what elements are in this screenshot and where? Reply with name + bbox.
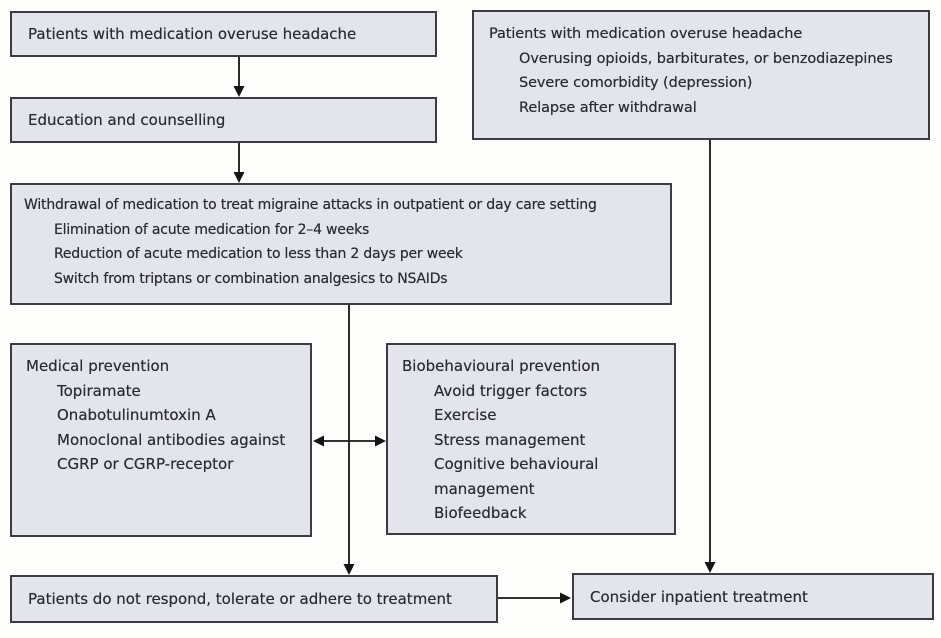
box-title: Education and counselling: [28, 111, 226, 129]
box-item: Avoid trigger factors: [434, 381, 588, 400]
box-title: Withdrawal of medication to treat migrai…: [24, 197, 597, 213]
box-patients-overuse: Patients with medication overuse headach…: [10, 11, 437, 57]
box-education-counselling: Education and counselling: [10, 97, 437, 143]
box-title: Medical prevention: [26, 357, 170, 375]
box-item: Monoclonal antibodies against CGRP or CG…: [57, 430, 286, 474]
box-title: Biobehavioural prevention: [402, 357, 601, 375]
box-item: Topiramate: [57, 381, 141, 400]
box-item: Stress management: [434, 430, 586, 449]
box-biobehavioural-prevention: Biobehavioural prevention Avoid trigger …: [386, 343, 676, 535]
box-title: Patients with medication overuse headach…: [489, 26, 803, 42]
arrow-medical-biobehavioural: [313, 435, 386, 447]
arrow-risk-to-inpatient: [704, 140, 716, 573]
box-item: Biofeedback: [434, 504, 527, 522]
box-medical-prevention: Medical prevention Topiramate Onabotulin…: [10, 343, 312, 537]
box-item: Severe comorbidity (depression): [519, 75, 753, 91]
box-title: Patients with medication overuse headach…: [28, 25, 357, 43]
box-item: Reduction of acute medication to less th…: [54, 246, 463, 262]
box-item: Switch from triptans or combination anal…: [54, 270, 448, 287]
box-consider-inpatient: Consider inpatient treatment: [572, 573, 934, 620]
box-patients-overuse-risk: Patients with medication overuse headach…: [472, 10, 930, 140]
arrow-no-response-to-inpatient: [498, 592, 571, 604]
box-withdrawal: Withdrawal of medication to treat migrai…: [10, 183, 672, 305]
box-no-response: Patients do not respond, tolerate or adh…: [10, 575, 498, 623]
box-item: Cognitive behavioural management: [434, 455, 599, 498]
box-item: Exercise: [434, 406, 497, 424]
box-item: Elimination of acute medication for 2–4 …: [54, 221, 370, 238]
arrow-patients-to-education: [233, 57, 245, 97]
box-title: Consider inpatient treatment: [590, 587, 808, 606]
box-title: Patients do not respond, tolerate or adh…: [28, 590, 452, 608]
arrow-withdrawal-to-no-response: [343, 305, 355, 575]
arrow-education-to-withdrawal: [233, 143, 245, 183]
box-item: Overusing opioids, barbiturates, or benz…: [519, 50, 893, 67]
box-item: Relapse after withdrawal: [519, 99, 697, 116]
box-item: Onabotulinumtoxin A: [57, 406, 216, 424]
